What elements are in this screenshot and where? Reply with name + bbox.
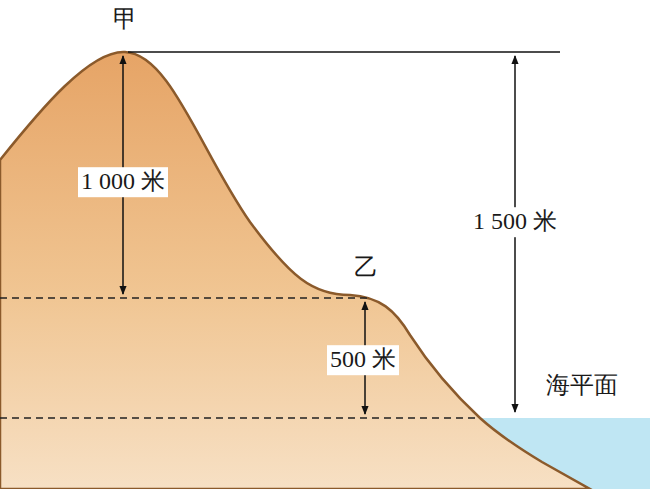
peak-level-line: [128, 51, 560, 53]
dimension-label: 1 000 米: [78, 167, 168, 197]
sea-level-label: 海平面: [543, 371, 621, 401]
point-name: 乙: [351, 253, 381, 283]
dimension-label: 500 米: [327, 345, 399, 375]
dimension-label: 1 500 米: [470, 207, 560, 237]
dashed-level-line: [0, 297, 370, 298]
point-name: 甲: [110, 5, 140, 35]
dashed-sea-line: [0, 417, 480, 418]
mountain: [0, 52, 590, 489]
